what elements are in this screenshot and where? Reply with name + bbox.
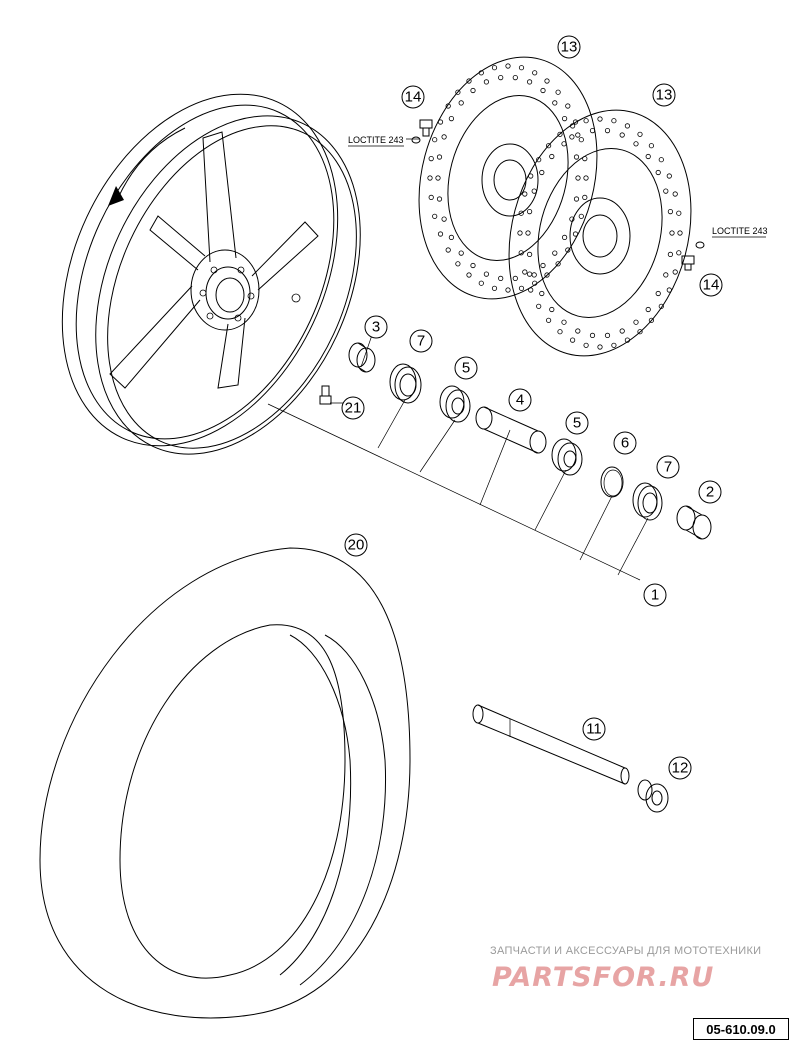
callout-number: 2 — [706, 484, 714, 501]
axle-11 — [472, 704, 630, 785]
callout-number: 13 — [561, 39, 578, 56]
disc-bolt-right — [681, 241, 705, 271]
spacer-3 — [348, 342, 376, 373]
distance-tube-4 — [475, 406, 547, 454]
callout-number: 13 — [656, 87, 673, 104]
callout-c14a: 14 — [401, 85, 425, 109]
watermark-tagline: ЗАПЧАСТИ И АКСЕССУАРЫ ДЛЯ МОТОТЕХНИКИ — [490, 945, 762, 957]
callout-c13b: 13 — [652, 83, 676, 107]
callout-number: 21 — [345, 400, 362, 417]
callout-number: 11 — [586, 721, 602, 738]
callout-c21: 21 — [341, 396, 365, 420]
leader-lines — [267, 138, 649, 581]
callout-number: 5 — [462, 360, 470, 377]
callout-c4: 4 — [508, 388, 532, 412]
diagram-reference-number: 05-610.09.0 — [693, 1018, 789, 1040]
callout-c3: 3 — [364, 315, 388, 339]
callout-number: 20 — [348, 537, 365, 554]
callout-number: 7 — [664, 459, 672, 476]
callout-c12: 12 — [668, 756, 692, 780]
circlip-6 — [600, 466, 624, 498]
callout-number: 5 — [573, 415, 581, 432]
loctite-label-right: LOCTITE 243 — [712, 226, 768, 236]
callout-number: 14 — [703, 277, 720, 294]
spacer-2 — [676, 505, 712, 540]
axle-nut-12 — [637, 779, 669, 813]
seal-7-right — [632, 482, 663, 521]
callout-number: 6 — [621, 435, 629, 452]
callout-c20: 20 — [344, 533, 368, 557]
callout-c13a: 13 — [557, 35, 581, 59]
bearing-5-right — [551, 438, 583, 476]
bearing-5-left — [439, 385, 471, 423]
callout-c6: 6 — [613, 431, 637, 455]
tyre — [39, 547, 411, 1019]
callout-number: 1 — [651, 587, 659, 604]
callout-number: 7 — [417, 333, 425, 350]
callout-c1: 1 — [643, 583, 667, 607]
callout-number: 12 — [672, 760, 689, 777]
watermark-logo: PARTSFOR.RU — [492, 962, 715, 993]
callout-c11: 11 — [582, 717, 606, 741]
brake-disc-right — [508, 109, 692, 357]
callout-c14b: 14 — [699, 273, 723, 297]
callout-number: 3 — [372, 319, 380, 336]
callout-number: 14 — [405, 89, 422, 106]
callout-number: 4 — [516, 392, 524, 409]
callout-c5a: 5 — [454, 356, 478, 380]
loctite-label-left: LOCTITE 243 — [348, 135, 404, 145]
valve-21 — [319, 385, 332, 405]
callout-c5b: 5 — [565, 411, 589, 435]
wheel-rim — [61, 93, 361, 455]
brake-disc-left — [418, 56, 598, 300]
seal-7-left — [389, 363, 422, 404]
callout-c7a: 7 — [409, 329, 433, 353]
callout-c2: 2 — [698, 480, 722, 504]
disc-bolt-top — [411, 119, 433, 144]
callout-c7b: 7 — [656, 455, 680, 479]
